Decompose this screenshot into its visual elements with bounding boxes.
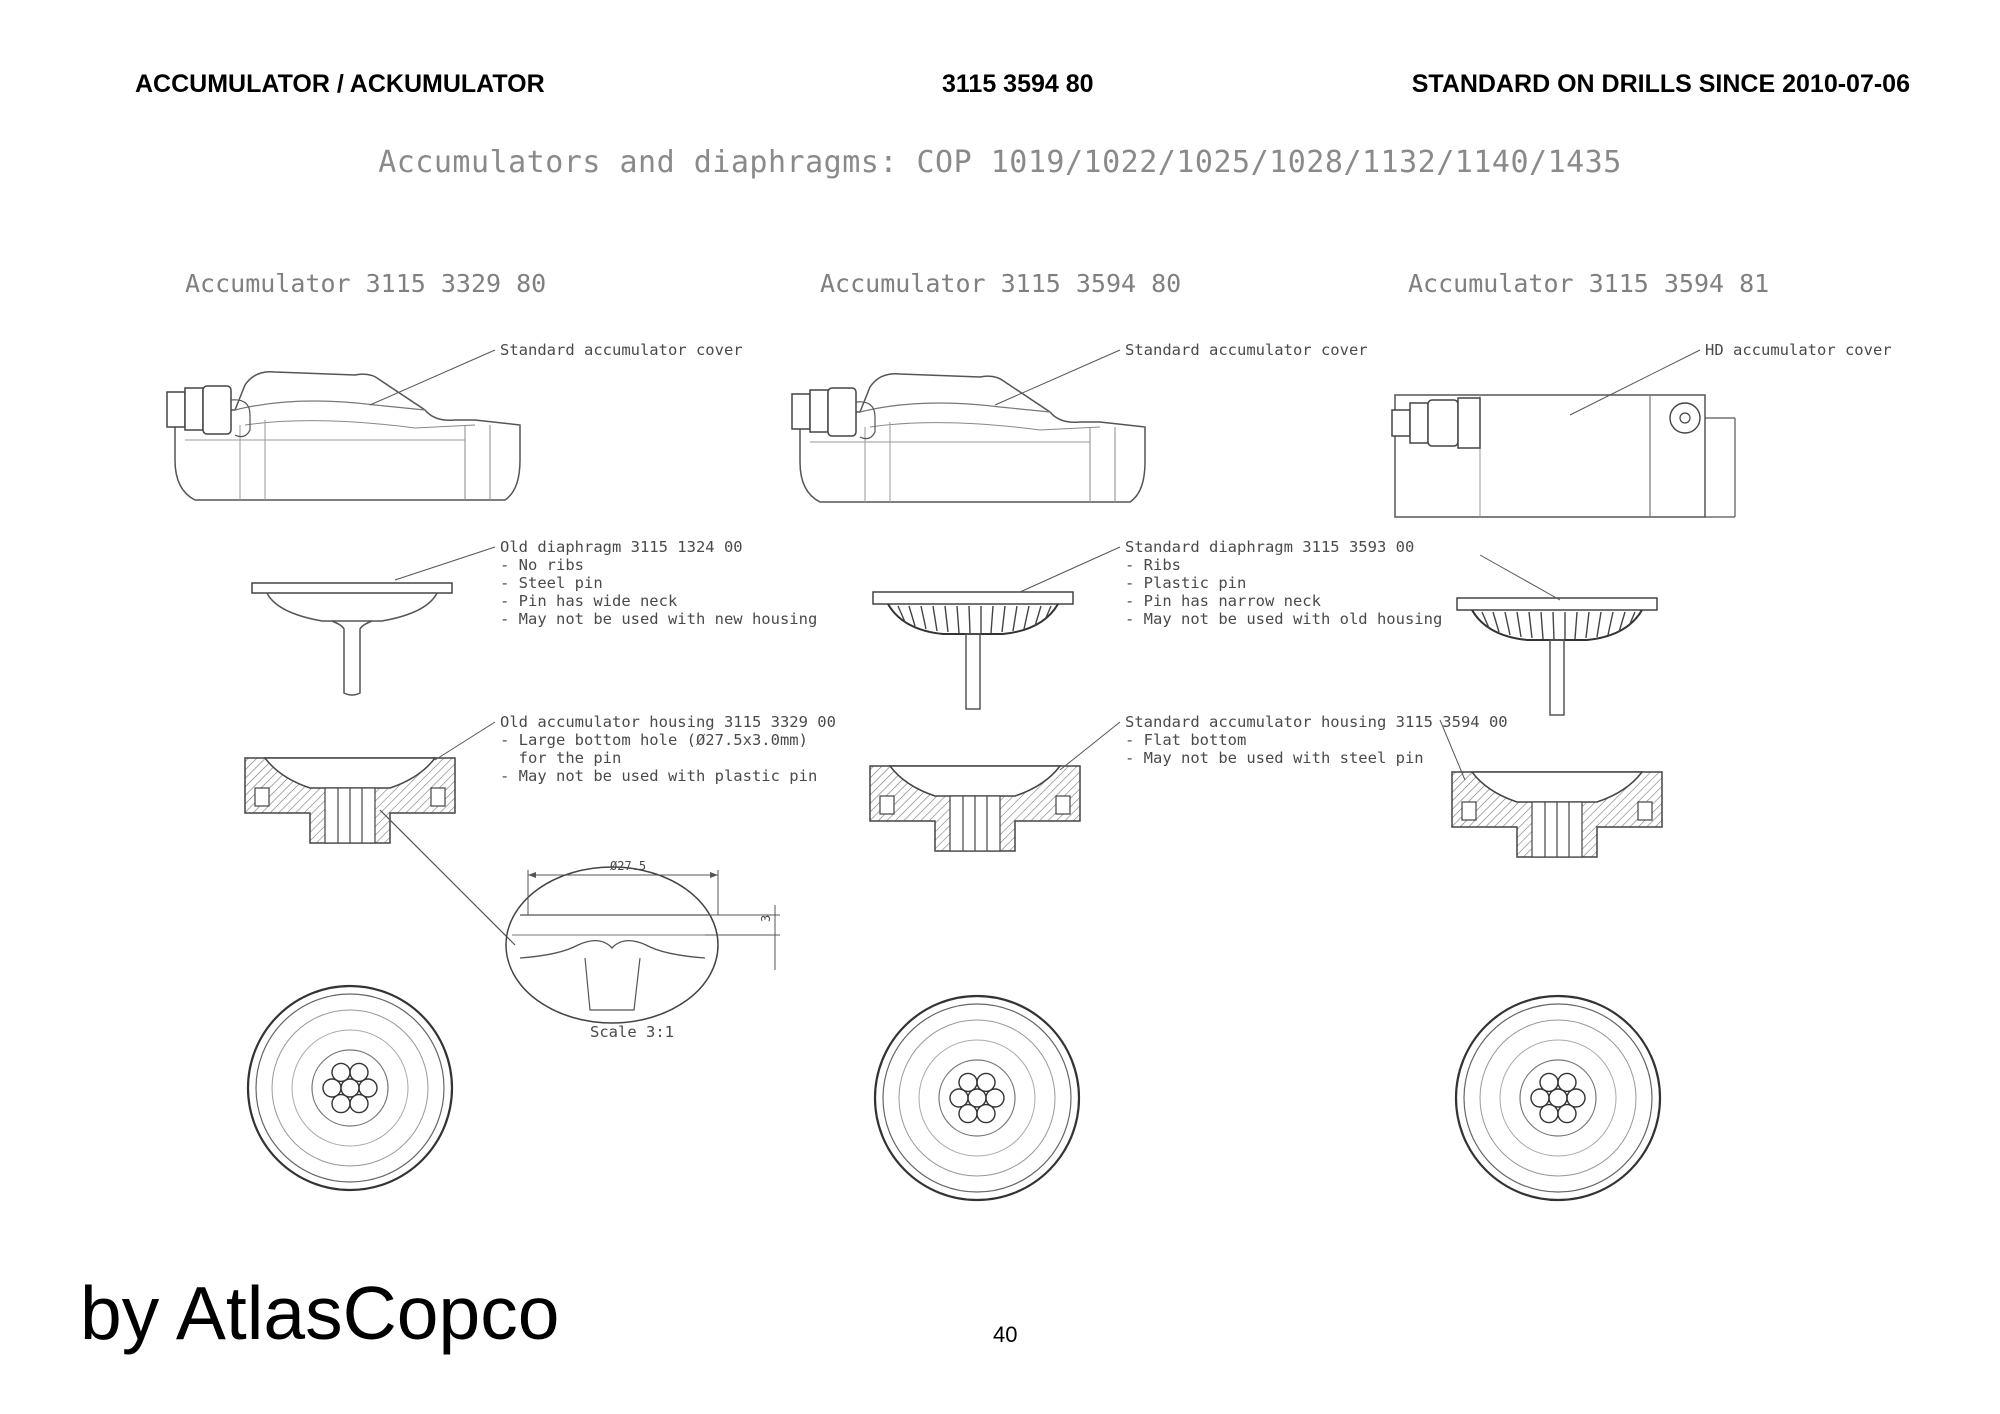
column-2-diaphragm-drawing [872,591,1074,710]
svg-text:for the pin: for the pin [500,749,621,767]
column-1-cover-label: Standard accumulator cover [500,341,743,359]
detail-scale-label: Scale 3:1 [590,1023,674,1041]
column-1-housing-notes: Old accumulator housing 3115 3329 00 - L… [500,713,836,785]
column-2-cover-label: Standard accumulator cover [1125,341,1368,359]
svg-text:- Flat bottom: - Flat bottom [1125,731,1246,749]
brand-label: by AtlasCopco [80,1271,560,1355]
svg-text:- Large bottom hole (Ø27.5x3.0: - Large bottom hole (Ø27.5x3.0mm) [500,731,808,749]
column-2-plan-view [873,994,1081,1202]
header-document-title: ACCUMULATOR / ACKUMULATOR [135,70,545,98]
header-part-number: 3115 3594 80 [942,70,1094,98]
column-1-cover-drawing [166,371,521,501]
column-3-cover-drawing [1391,394,1736,518]
svg-text:Standard accumulator housing 3: Standard accumulator housing 3115 3594 0… [1125,713,1508,731]
column-3-title: Accumulator 3115 3594 81 [1408,269,1769,298]
column-1-diaphragm-notes: Old diaphragm 3115 1324 00 - No ribs - S… [500,538,817,628]
column-3-plan-view [1454,994,1662,1202]
drawing-title: Accumulators and diaphragms: COP 1019/10… [378,145,1622,180]
svg-text:Old accumulator housing 3115 3: Old accumulator housing 3115 3329 00 [500,713,836,731]
svg-text:- Pin has narrow neck: - Pin has narrow neck [1125,592,1322,610]
svg-text:Standard diaphragm 3115 3593 0: Standard diaphragm 3115 3593 00 [1125,538,1414,556]
column-2-title: Accumulator 3115 3594 80 [820,269,1181,298]
svg-text:- May not be used with steel p: - May not be used with steel pin [1125,749,1424,767]
column-2-housing-drawing [869,765,1081,852]
page-number: 40 [993,1322,1018,1347]
column-3-diaphragm-drawing [1456,597,1658,716]
svg-text:- Pin has wide neck: - Pin has wide neck [500,592,678,610]
detail-diameter: Ø27.5 [610,859,646,873]
svg-text:Old diaphragm 3115 1324 00: Old diaphragm 3115 1324 00 [500,538,743,556]
svg-text:- Plastic pin: - Plastic pin [1125,574,1246,592]
svg-text:- May not be used with new hou: - May not be used with new housing [500,610,817,628]
column-3-cover-label: HD accumulator cover [1705,341,1892,359]
column-1-diaphragm-drawing [251,582,453,696]
svg-text:- May not be used with old hou: - May not be used with old housing [1125,610,1442,628]
header-standard-date: STANDARD ON DRILLS SINCE 2010-07-06 [1411,70,1910,98]
svg-text:- Ribs: - Ribs [1125,556,1181,574]
column-2-cover-drawing [791,373,1146,503]
column-1-title: Accumulator 3115 3329 80 [185,269,546,298]
detail-depth: 3 [759,915,773,922]
column-1-housing-drawing [244,757,456,844]
column-1-plan-view [246,984,454,1192]
column-2-diaphragm-notes: Standard diaphragm 3115 3593 00 - Ribs -… [1125,538,1442,628]
svg-text:- No ribs: - No ribs [500,556,584,574]
column-3-housing-drawing [1451,771,1663,858]
svg-text:- May not be used with plastic: - May not be used with plastic pin [500,767,817,785]
svg-text:- Steel pin: - Steel pin [500,574,603,592]
column-2-housing-notes: Standard accumulator housing 3115 3594 0… [1125,713,1508,767]
detail-view-scale-3-1: Ø27.5 3 Scale 3:1 [379,809,780,1041]
